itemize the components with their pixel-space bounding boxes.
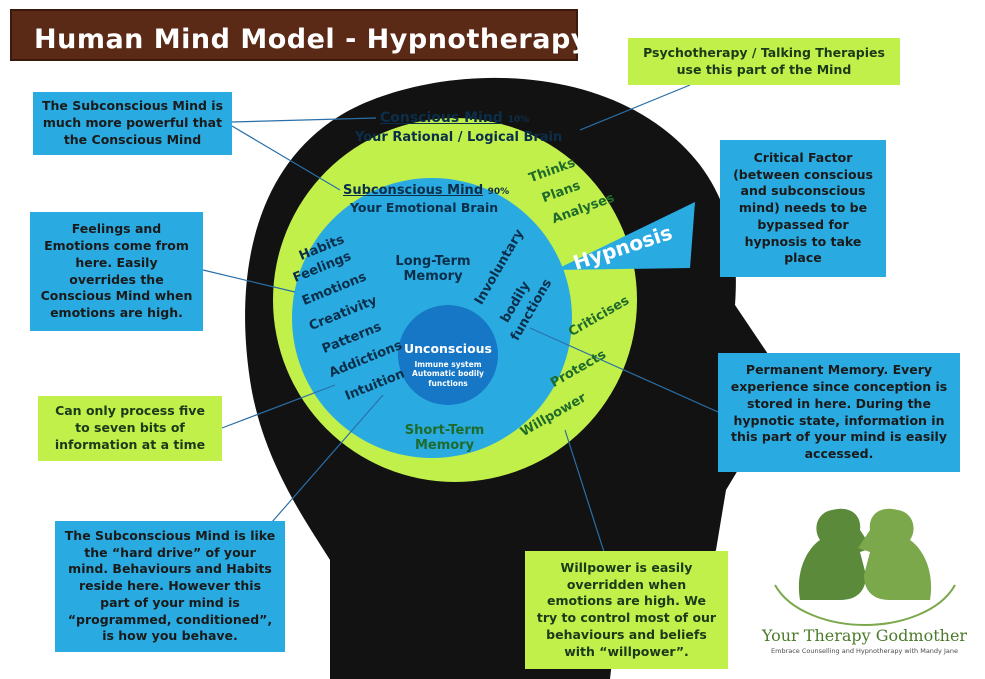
callout-line: the “hard drive” of your: [84, 544, 256, 560]
arrow-process: [221, 384, 336, 429]
conscious-subtitle: Your Rational / Logical Brain: [355, 130, 563, 145]
callout-line: bypassed for: [757, 216, 849, 232]
callout-line: Critical Factor: [753, 149, 853, 165]
subconscious-subtitle: Your Emotional Brain: [350, 200, 499, 215]
callout-line: Permanent Memory. Every: [745, 362, 933, 378]
callout-line: is how you behave.: [102, 628, 238, 644]
callout-critical-factor: Critical Factor (between conscious and s…: [720, 140, 886, 277]
arrow-willpower: [564, 429, 606, 556]
callout-process: Can only process five to seven bits of i…: [38, 396, 222, 461]
callout-feelings: Feelings and Emotions come from here. Ea…: [30, 212, 203, 331]
long-term-memory-label: Long-Term Memory: [393, 254, 473, 284]
unconscious-detail: Immune system Automatic bodily functions: [403, 360, 493, 388]
conscious-title-row: Conscious Mind 10%: [380, 110, 529, 126]
callout-psychotherapy: Psychotherapy / Talking Therapies use th…: [628, 38, 900, 85]
callout-line: experience since conception is: [730, 379, 948, 394]
callout-line: The Subconscious Mind is: [41, 98, 224, 114]
arrow-feelings: [202, 269, 296, 293]
callout-line: with “willpower”.: [564, 643, 689, 659]
callout-hard-drive: The Subconscious Mind is like the “hard …: [55, 521, 285, 652]
arrow-hard-drive: [264, 394, 384, 531]
callout-line: information at a time: [54, 436, 206, 452]
callout-line: stored in here. During the: [747, 395, 931, 411]
callout-line: use this part of the Mind: [676, 61, 852, 77]
callout-line: accessed.: [804, 446, 874, 461]
callout-line: this part of your mind is easily: [730, 429, 947, 445]
callout-line: (between conscious: [733, 166, 873, 182]
callout-line: to seven bits of: [75, 420, 185, 436]
long-term-line-1: Long-Term: [395, 254, 471, 269]
callout-line: Conscious Mind when: [40, 288, 193, 304]
unconscious-label: Unconscious: [403, 341, 492, 356]
callout-line: behaviours and beliefs: [546, 626, 707, 642]
callout-line: overridden when: [566, 576, 687, 592]
unconscious-core: [398, 305, 498, 405]
callout-line: “programmed, conditioned”,: [67, 611, 273, 627]
callout-line: Willpower is easily: [560, 559, 693, 575]
logo-face-left: [798, 508, 872, 600]
conscious-label: Conscious Mind: [380, 110, 503, 126]
hypnosis-wedge: [555, 202, 695, 270]
logo-face-right: [858, 508, 932, 600]
callout-willpower: Willpower is easily overridden when emot…: [525, 551, 728, 669]
callout-line: part of your mind is: [100, 594, 240, 610]
arrow-power-subconscious: [231, 125, 341, 191]
callout-subconscious-power: The Subconscious Mind is much more power…: [33, 92, 232, 155]
callout-line: try to control most of our: [536, 610, 717, 625]
arrow-permanent-memory: [529, 327, 719, 413]
conscious-percent: 10%: [507, 115, 530, 125]
title-banner: Human Mind Model - Hypnotherapy: [10, 9, 588, 61]
callout-line: The Subconscious Mind is like: [64, 527, 276, 543]
callout-line: reside here. However this: [78, 578, 262, 594]
long-term-line-2: Memory: [403, 269, 463, 284]
callout-line: emotions are high.: [50, 305, 183, 320]
arrow-psychotherapy: [579, 84, 691, 131]
short-term-line-2: Memory: [414, 438, 475, 453]
callout-line: Feelings and: [71, 221, 162, 237]
callout-permanent-memory: Permanent Memory. Every experience since…: [718, 353, 960, 472]
callout-line: much more powerful that: [42, 115, 223, 131]
callout-line: here. Easily: [75, 254, 158, 270]
callout-line: Can only process five: [55, 403, 205, 419]
callout-line: the Conscious Mind: [63, 131, 202, 147]
callout-line: overrides the: [69, 271, 164, 287]
callout-line: hypnotic state, information in: [733, 412, 945, 428]
logo-tagline: Embrace Counselling and Hypnotherapy wit…: [771, 647, 958, 655]
subconscious-percent: 90%: [487, 187, 510, 197]
callout-line: emotions are high. We: [546, 593, 706, 609]
logo-name: Your Therapy Godmother: [761, 626, 968, 645]
callout-line: hypnosis to take: [744, 233, 862, 249]
subconscious-label: Subconscious Mind: [343, 183, 484, 198]
diagram-title: Human Mind Model - Hypnotherapy: [34, 24, 589, 55]
subconscious-title-row: Subconscious Mind 90%: [343, 183, 509, 198]
short-term-memory-label: Short-Term Memory: [402, 423, 487, 453]
short-term-line-1: Short-Term: [404, 423, 485, 438]
unconscious-detail-1: Immune system: [414, 360, 482, 369]
callout-line: Emotions come from: [44, 238, 189, 253]
callout-line: place: [784, 250, 822, 266]
callout-line: mind. Behaviours and Habits: [68, 561, 272, 577]
unconscious-detail-3: functions: [428, 378, 468, 388]
callout-line: Psychotherapy / Talking Therapies: [643, 44, 885, 60]
callout-line: mind) needs to be: [738, 200, 868, 216]
logo-hands: [774, 584, 956, 627]
unconscious-detail-2: Automatic bodily: [412, 369, 484, 379]
callout-line: and subconscious: [740, 183, 866, 199]
arrow-power-conscious: [231, 117, 377, 123]
logo-emblem: [774, 508, 956, 627]
